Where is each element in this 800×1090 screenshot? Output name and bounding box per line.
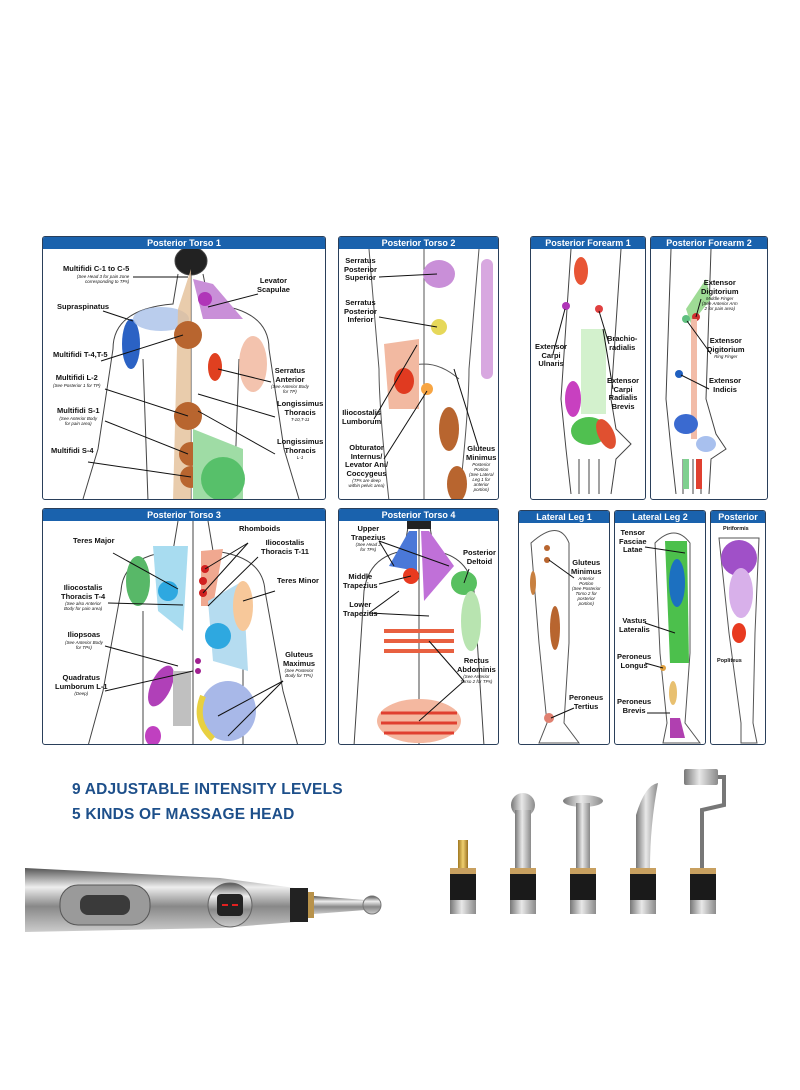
label-multifidi-s1: Multifidi S-1(See Anterior Body for pain… <box>57 406 100 426</box>
panel-title: Lateral Leg 2 <box>615 511 705 523</box>
label-piriformis: Piriformis <box>723 526 749 532</box>
label-iliocostalis-lumborum: Iliocostalis Lumborum <box>342 408 382 426</box>
massage-heads-image <box>450 769 726 914</box>
label-peroneus-longus: Peroneus Longus <box>617 652 652 670</box>
leg-illustration <box>644 532 701 744</box>
feature-intensity-levels: 9 ADJUSTABLE INTENSITY LEVELS <box>72 781 343 798</box>
label-iliocostalis-thoracis-t11: Iliocostalis Thoracis T-11 <box>261 538 309 556</box>
chart-posterior-torso-1: Posterior Torso 1 Multifidi C-1 to C-5(S… <box>42 236 326 500</box>
feature-massage-heads: 5 KINDS OF MASSAGE HEAD <box>72 806 295 823</box>
panel-title: Posterior Torso 4 <box>339 509 498 521</box>
arm-illustration <box>552 249 632 495</box>
label-rhomboids: Rhomboids <box>239 524 281 533</box>
panel-title: Lateral Leg 1 <box>519 511 609 523</box>
chart-posterior-torso-2: Posterior Torso 2 Serratus Posterior Sup… <box>338 236 499 500</box>
panel-title: Posterior Forearm 2 <box>651 237 767 249</box>
acupuncture-pen-image <box>25 868 382 932</box>
panel-title: Posterior Torso 2 <box>339 237 498 249</box>
body-illustration <box>88 521 298 744</box>
label-extensor-indicis: Extensor Indicis <box>709 376 742 394</box>
label-serratus-posterior-inferior: Serratus Posterior Inferior <box>344 298 377 324</box>
leg-illustration <box>530 530 580 744</box>
chart-posterior-forearm-1: Posterior Forearm 1 Extensor Carpi Ulnar… <box>530 236 646 500</box>
head-blade <box>630 783 658 914</box>
label-quadratus-lumborum: Quadratus Lumborum L-1(Deep) <box>55 673 108 696</box>
arm-illustration <box>665 249 727 495</box>
label-peroneus-brevis: Peroneus Brevis <box>617 697 652 715</box>
panel-title: Posterior Torso 1 <box>43 237 325 249</box>
chart-posterior-torso-4: Posterior Torso 4 Upper Trapezius(See He… <box>338 508 499 745</box>
label-vastus-lateralis: Vastus Lateralis <box>619 616 650 634</box>
body-illustration <box>82 249 300 499</box>
body-illustration <box>368 249 493 499</box>
panel-title: Posterior <box>711 511 765 523</box>
label-iliocostalis-thoracis-t4: Iliocostalis Thoracis T-4(See also Anter… <box>61 583 106 611</box>
label-gluteus-maximus: Gluteus Maximus(See Posterior Body for T… <box>283 650 316 678</box>
label-obturator-internus: Obturator Internus/ Levator Ani/ Coccyge… <box>345 443 389 488</box>
panel-title: Posterior Torso 3 <box>43 509 325 521</box>
label-brachioradialis: Brachio- radialis <box>607 334 638 352</box>
label-lower-trapezius: Lower Trapezius <box>343 600 378 618</box>
label-extensor-carpi-radialis-brevis: Extensor Carpi Radialis Brevis <box>607 376 640 411</box>
label-teres-minor: Teres Minor <box>277 576 319 585</box>
label-peroneus-tertius: Peroneus Tertius <box>569 693 604 711</box>
head-ball <box>510 793 536 914</box>
panel-title: Posterior Forearm 1 <box>531 237 645 249</box>
label-supraspinatus: Supraspinatus <box>57 302 110 311</box>
head-flat <box>563 795 603 914</box>
label-popliteus: Popliteus <box>717 658 742 664</box>
label-multifidi-t4-t5: Multifidi T-4,T-5 <box>53 350 108 359</box>
label-teres-major: Teres Major <box>73 536 115 545</box>
head-roller <box>684 769 726 914</box>
label-posterior-deltoid: Posterior Deltoid <box>463 548 496 566</box>
leg-illustration <box>718 537 760 744</box>
label-multifidi-l2: Multifidi L-2(See Posterior 1 for TP) <box>53 373 101 388</box>
label-upper-trapezius: Upper Trapezius(See Head 2 for TPs) <box>351 524 386 552</box>
label-tensor-fasciae-latae: Tensor Fasciae Latae <box>619 528 647 554</box>
label-serratus-anterior: Serratus Anterior(See Anterior Body for … <box>271 366 309 394</box>
label-serratus-posterior-superior: Serratus Posterior Superior <box>344 256 377 282</box>
label-multifidi-s4: Multifidi S-4 <box>51 446 94 455</box>
body-illustration <box>353 521 485 744</box>
chart-lateral-leg-2: Lateral Leg 2 Tensor Fasciae Latae Vastu… <box>614 510 706 745</box>
chart-posterior-leg: Posterior Piriformis Popliteus <box>710 510 766 745</box>
label-multifidi-c1-c5: Multifidi C-1 to C-5(See Head 3 for pain… <box>63 264 130 284</box>
label-rectus-abdominis: Rectus Abdominis(See Anterior Torso 2 fo… <box>457 656 496 684</box>
label-extensor-carpi-ulnaris: Extensor Carpi Ulnaris <box>535 342 568 368</box>
label-levator-scapulae: Levator Scapulae <box>257 276 290 294</box>
label-middle-trapezius: Middle Trapezius <box>343 572 378 590</box>
chart-posterior-torso-3: Posterior Torso 3 Teres Major Iliocostal… <box>42 508 326 745</box>
label-iliopsoas: Iliopsoas(See Anterior Body for TPs) <box>65 630 103 650</box>
head-needle <box>450 840 476 914</box>
